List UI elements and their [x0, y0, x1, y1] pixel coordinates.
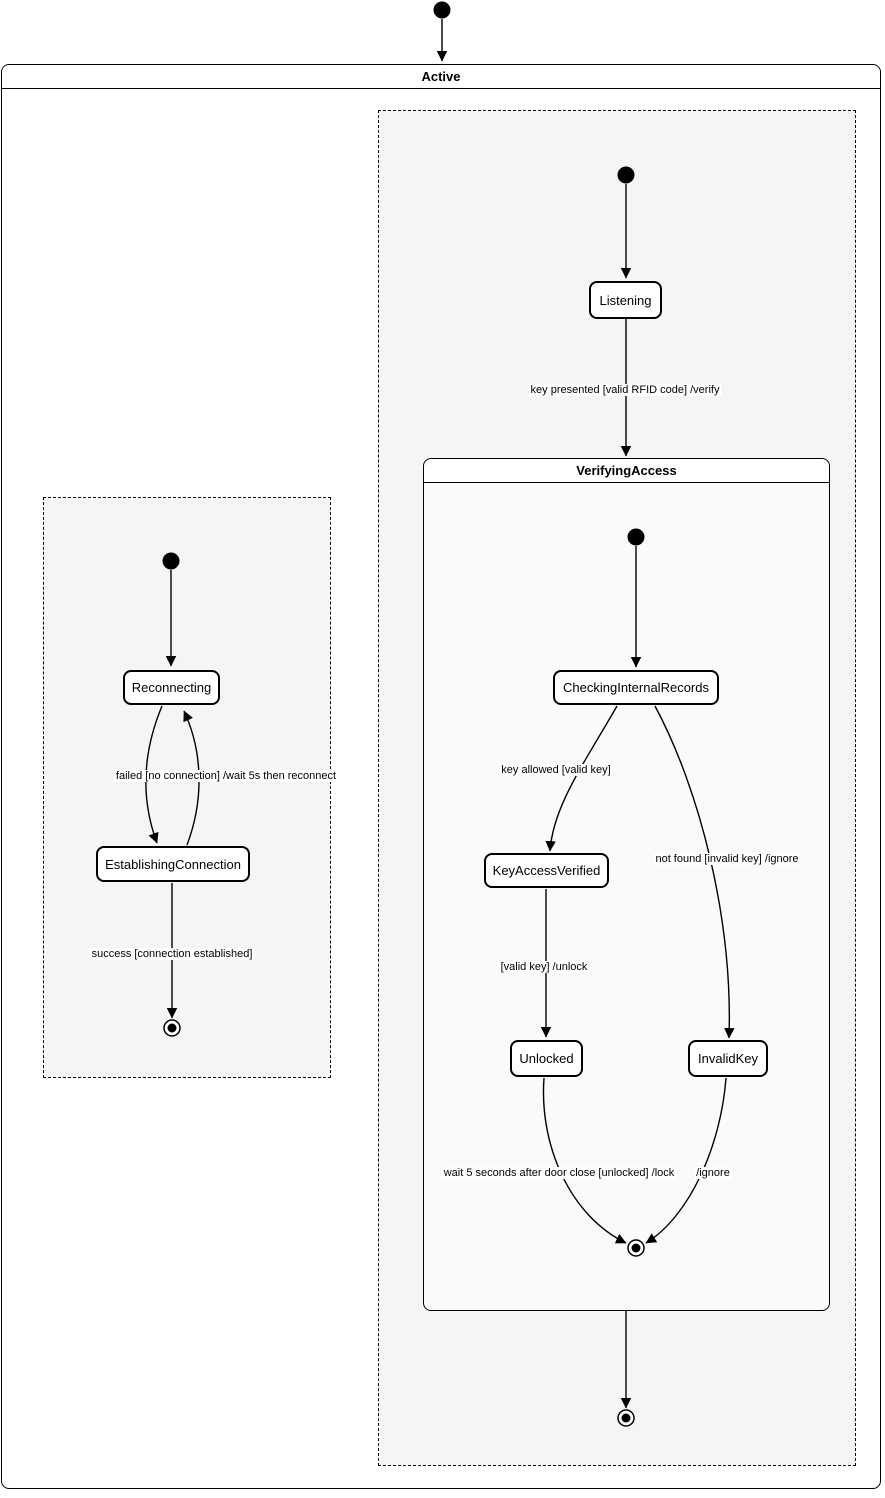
state-invalid-key: InvalidKey [688, 1040, 768, 1077]
state-establishing-connection: EstablishingConnection [96, 846, 250, 882]
edge-label-not-found: not found [invalid key] /ignore [653, 853, 801, 865]
composite-state-verifying-access: VerifyingAccess [423, 458, 830, 1311]
edge-label-key-presented: key presented [valid RFID code] /verify [528, 384, 722, 396]
verifying-access-title: VerifyingAccess [424, 459, 829, 483]
edge-label-valid-key-unlock: [valid key] /unlock [498, 961, 590, 973]
state-checking-internal-records: CheckingInternalRecords [553, 670, 719, 705]
state-key-access-verified: KeyAccessVerified [484, 853, 609, 888]
edge-label-ignore: /ignore [694, 1167, 732, 1179]
edge-label-wait-lock: wait 5 seconds after door close [unlocke… [441, 1167, 677, 1179]
state-listening: Listening [589, 281, 662, 319]
initial-state-top [433, 1, 451, 19]
edge-label-success: success [connection established] [89, 948, 255, 960]
edge-label-key-allowed: key allowed [valid key] [499, 764, 613, 776]
active-state-title: Active [2, 65, 880, 89]
edge-label-failed-reconnect: failed [no connection] /wait 5s then rec… [113, 770, 339, 782]
connection-region [43, 497, 331, 1078]
state-unlocked: Unlocked [510, 1040, 583, 1077]
state-reconnecting: Reconnecting [123, 670, 220, 705]
